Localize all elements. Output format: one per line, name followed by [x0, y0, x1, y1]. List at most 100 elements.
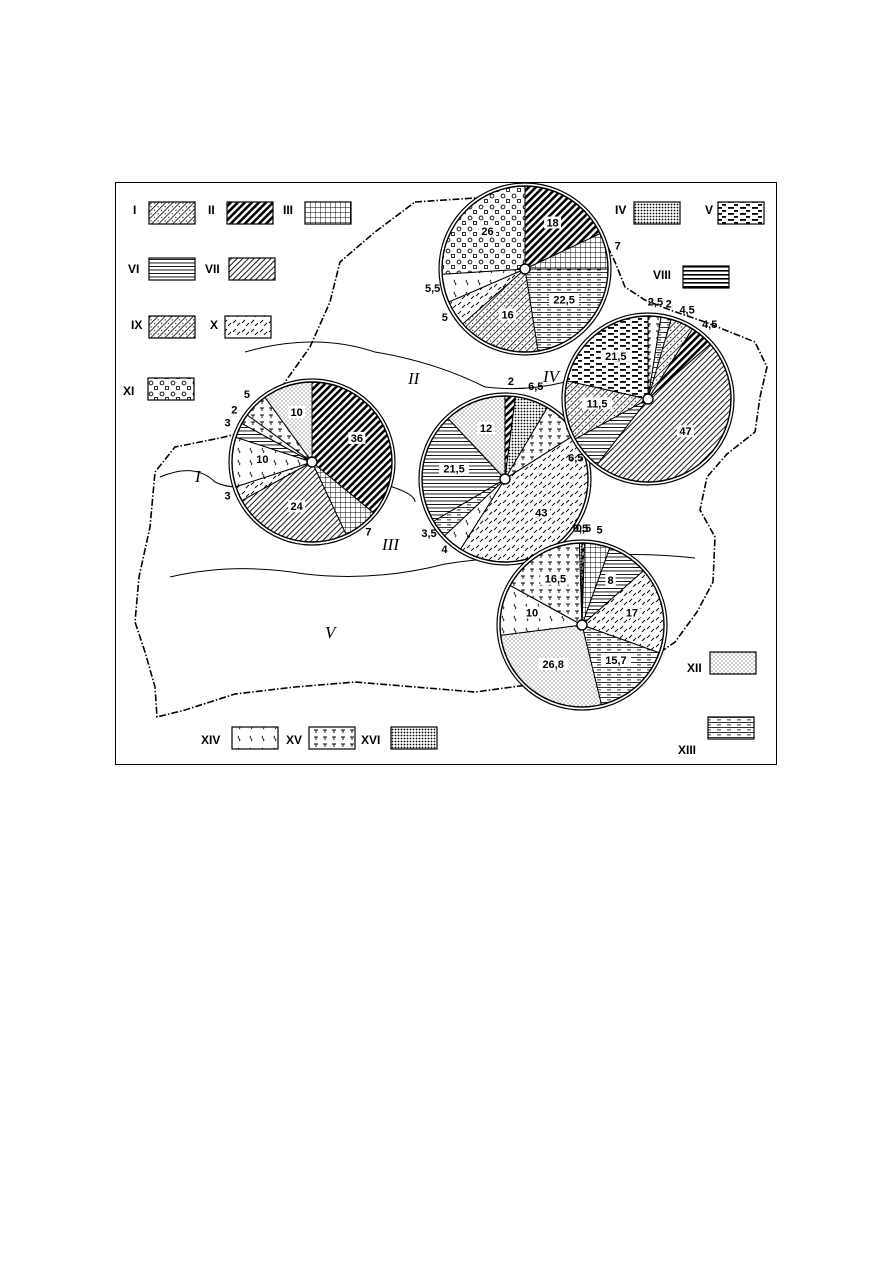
legend-label-v: V	[705, 203, 713, 217]
slice-label-bg	[540, 572, 571, 585]
legend-swatch-vi	[148, 257, 196, 281]
slice-label-bg	[538, 657, 569, 670]
slice-value-label: 26,8	[542, 659, 563, 671]
slice-value-label: 5,5	[425, 283, 440, 295]
slice-value-label: 16	[501, 309, 513, 321]
region-label-II: II	[407, 369, 421, 388]
pie-border	[499, 542, 665, 708]
legend-swatch-iii	[304, 201, 352, 225]
slice-label-bg	[523, 606, 541, 619]
slice-value-label: 4	[441, 544, 448, 556]
slice-value-label: 4,5	[679, 304, 694, 316]
legend-label-viii: VIII	[653, 268, 671, 282]
legend-swatch-i	[148, 201, 196, 225]
slice-value-label: 10	[526, 607, 538, 619]
slice-value-label: 36	[351, 433, 363, 445]
slice-label-bg	[605, 573, 616, 586]
pie-center-marker	[519, 263, 531, 275]
legend-label-xiii: XIII	[678, 743, 696, 757]
region-boundary	[244, 341, 566, 390]
slice-value-label: 10	[291, 407, 303, 419]
pie-border	[421, 395, 589, 563]
legend-swatch-viii	[682, 265, 730, 289]
legend-label-ix: IX	[131, 318, 142, 332]
slice-label-bg	[600, 653, 631, 666]
slice-value-label: 11,5	[587, 398, 608, 410]
slice-label-bg	[600, 349, 631, 362]
legend-label-iv: IV	[615, 203, 626, 217]
slice-label-bg	[582, 397, 613, 410]
legend-swatch-x	[224, 315, 272, 339]
slice-label-bg	[477, 422, 495, 435]
pie-border	[441, 185, 609, 353]
legend-swatch-xv	[308, 726, 356, 750]
legend-swatch-xi	[147, 377, 195, 401]
slice-value-label: 5	[244, 389, 250, 401]
legend-swatch-iv	[633, 201, 681, 225]
pie-charts: 18722,51655,526367243103251026,57,54343,…	[225, 182, 735, 711]
slice-value-label: 15,7	[605, 655, 626, 667]
slice-value-label: 2,5	[648, 296, 663, 308]
slice-label-bg	[532, 506, 550, 519]
slice-value-label: 3,5	[421, 528, 436, 540]
slice-label-bg	[288, 500, 306, 513]
slice-value-label: 2	[231, 405, 237, 417]
legend-label-x: X	[210, 318, 218, 332]
legend-label-i: I	[133, 203, 136, 217]
pie-center-marker	[499, 473, 511, 485]
region-label-IV: IV	[542, 367, 562, 386]
slice-value-label: 0,5	[576, 523, 591, 535]
slice-value-label: 4,5	[702, 319, 717, 331]
slice-value-label: 18	[546, 218, 558, 230]
legend-label-iii: III	[283, 203, 293, 217]
legend-label-xii: XII	[687, 661, 702, 675]
slice-value-label: 21,5	[443, 464, 464, 476]
pie-center-marker	[576, 619, 588, 631]
slice-value-label: 2	[508, 376, 514, 388]
slice-label-bg	[544, 216, 562, 229]
pie-border	[564, 315, 732, 483]
slice-value-label: 16,5	[545, 574, 566, 586]
slice-value-label: 17	[626, 607, 638, 619]
legend-swatch-xiii	[707, 716, 755, 740]
slice-value-label: 2	[666, 298, 672, 310]
legend-label-xvi: XVI	[361, 733, 380, 747]
legend-label-xiv: XIV	[201, 733, 220, 747]
legend-swatch-v	[717, 201, 765, 225]
legend-label-vii: VII	[205, 262, 220, 276]
slice-value-label: 3	[225, 491, 231, 503]
slice-value-label: 47	[679, 426, 691, 438]
pie-border	[231, 381, 393, 543]
slice-label-bg	[478, 224, 496, 237]
region-label-V: V	[325, 623, 338, 642]
legend-swatch-ix	[148, 315, 196, 339]
slice-value-label: 3	[225, 417, 231, 429]
slice-label-bg	[549, 293, 580, 306]
slice-value-label: 5	[597, 525, 603, 537]
legend-label-ii: II	[208, 203, 215, 217]
slice-value-label: 0,5	[573, 523, 588, 535]
legend-label-xi: XI	[123, 384, 134, 398]
slice-label-bg	[348, 431, 366, 444]
slice-label-bg	[253, 453, 271, 465]
slice-value-label: 22,5	[553, 294, 574, 306]
pie-center-marker	[306, 456, 318, 468]
slice-value-label: 21,5	[605, 351, 626, 363]
legend-swatch-xii	[709, 651, 757, 675]
slice-value-label: 6,5	[568, 453, 583, 465]
slice-label-bg	[623, 606, 641, 619]
slice-value-label: 10	[256, 454, 268, 466]
region-label-I: I	[194, 467, 202, 486]
slice-value-label: 7	[365, 527, 371, 539]
slice-value-label: 5	[442, 312, 448, 324]
slice-value-label: 7	[615, 240, 621, 252]
legend-label-xv: XV	[286, 733, 302, 747]
legend-label-vi: VI	[128, 262, 139, 276]
